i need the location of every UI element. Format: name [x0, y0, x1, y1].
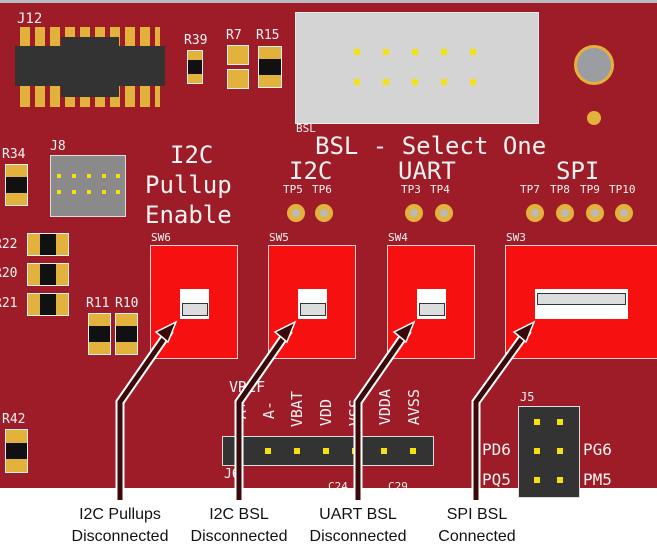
tp-label: TP9: [580, 183, 600, 196]
r20-label: R20: [0, 266, 18, 281]
spi-heading: SPI: [556, 157, 600, 185]
callout-line-2: [234, 327, 293, 500]
r7-pad: [227, 69, 249, 89]
pullup-heading-line2: Pullup: [145, 171, 232, 199]
r39-resistor: [187, 50, 203, 84]
sw3-switch[interactable]: [505, 245, 657, 359]
r42-resistor: [5, 429, 28, 473]
tp-label: TP7: [520, 183, 540, 196]
test-point: [287, 204, 305, 222]
j6-header: [222, 436, 434, 466]
r15-resistor: [258, 46, 282, 88]
r22-label: R22: [0, 237, 18, 252]
tp-label: TP5: [283, 183, 303, 196]
sw3-label: SW3: [506, 231, 526, 244]
tp-label: TP6: [312, 183, 332, 196]
j8-label: J8: [50, 139, 66, 154]
mounting-hole: [574, 45, 614, 85]
j5-label: J5: [520, 390, 535, 404]
callout-line-3: [353, 327, 412, 500]
r39-label: R39: [184, 33, 208, 48]
r34-resistor: [5, 164, 28, 206]
bsl-label: BSL: [296, 122, 316, 135]
r10-label: R10: [115, 296, 139, 311]
r42-label: R42: [2, 412, 26, 427]
arrowhead-icon: [273, 320, 297, 344]
test-point: [405, 204, 423, 222]
tp-label: TP10: [609, 183, 636, 196]
r10-resistor: [115, 313, 138, 355]
r15-label: R15: [256, 28, 280, 43]
test-point: [435, 204, 453, 222]
r7-label: R7: [226, 28, 242, 43]
pcb-board: J12 R39 R7 R15 BSL BSL - Select One I2C …: [0, 0, 657, 498]
c29-label: C29: [388, 480, 408, 493]
uart-heading: UART: [398, 157, 456, 185]
r20-resistor: [27, 263, 69, 286]
j5-pin-label: PG6: [583, 440, 612, 459]
arrowhead-icon: [512, 320, 536, 344]
sw6-label: SW6: [151, 231, 171, 244]
tp-label: TP4: [430, 183, 450, 196]
tp-label: TP3: [401, 183, 421, 196]
r22-resistor: [27, 233, 69, 256]
test-point: [615, 204, 633, 222]
j12-header: [15, 27, 165, 107]
via-ring: [587, 111, 601, 125]
tp-label: TP8: [550, 183, 570, 196]
pullup-heading-line3: Enable: [145, 201, 232, 229]
r34-label: R34: [2, 147, 26, 162]
r21-resistor: [27, 293, 69, 316]
j5-pin-label: PM5: [583, 470, 612, 489]
j12-label: J12: [17, 11, 43, 27]
r11-label: R11: [86, 296, 110, 311]
j5-header: [518, 406, 580, 498]
sw4-label: SW4: [388, 231, 408, 244]
r21-label: R21: [0, 296, 18, 311]
test-point: [526, 204, 544, 222]
r7-pad: [227, 45, 249, 65]
callout-line-4: [471, 327, 532, 500]
c24-label: C24: [328, 480, 348, 493]
bsl-select-heading: BSL - Select One: [315, 132, 547, 160]
i2c-heading: I2C: [289, 157, 333, 185]
arrowhead-icon: [154, 320, 178, 344]
callout-line-1: [115, 327, 174, 500]
j5-pin-label: PD6: [482, 440, 511, 459]
test-point: [556, 204, 574, 222]
test-point: [315, 204, 333, 222]
j5-pin-label: PQ5: [482, 470, 511, 489]
sw5-label: SW5: [269, 231, 289, 244]
arrowhead-icon: [392, 320, 416, 344]
j8-connector: [50, 155, 126, 217]
bsl-connector: [295, 12, 539, 124]
test-point: [586, 204, 604, 222]
r11-resistor: [88, 313, 111, 355]
pullup-heading-line1: I2C: [170, 141, 214, 169]
